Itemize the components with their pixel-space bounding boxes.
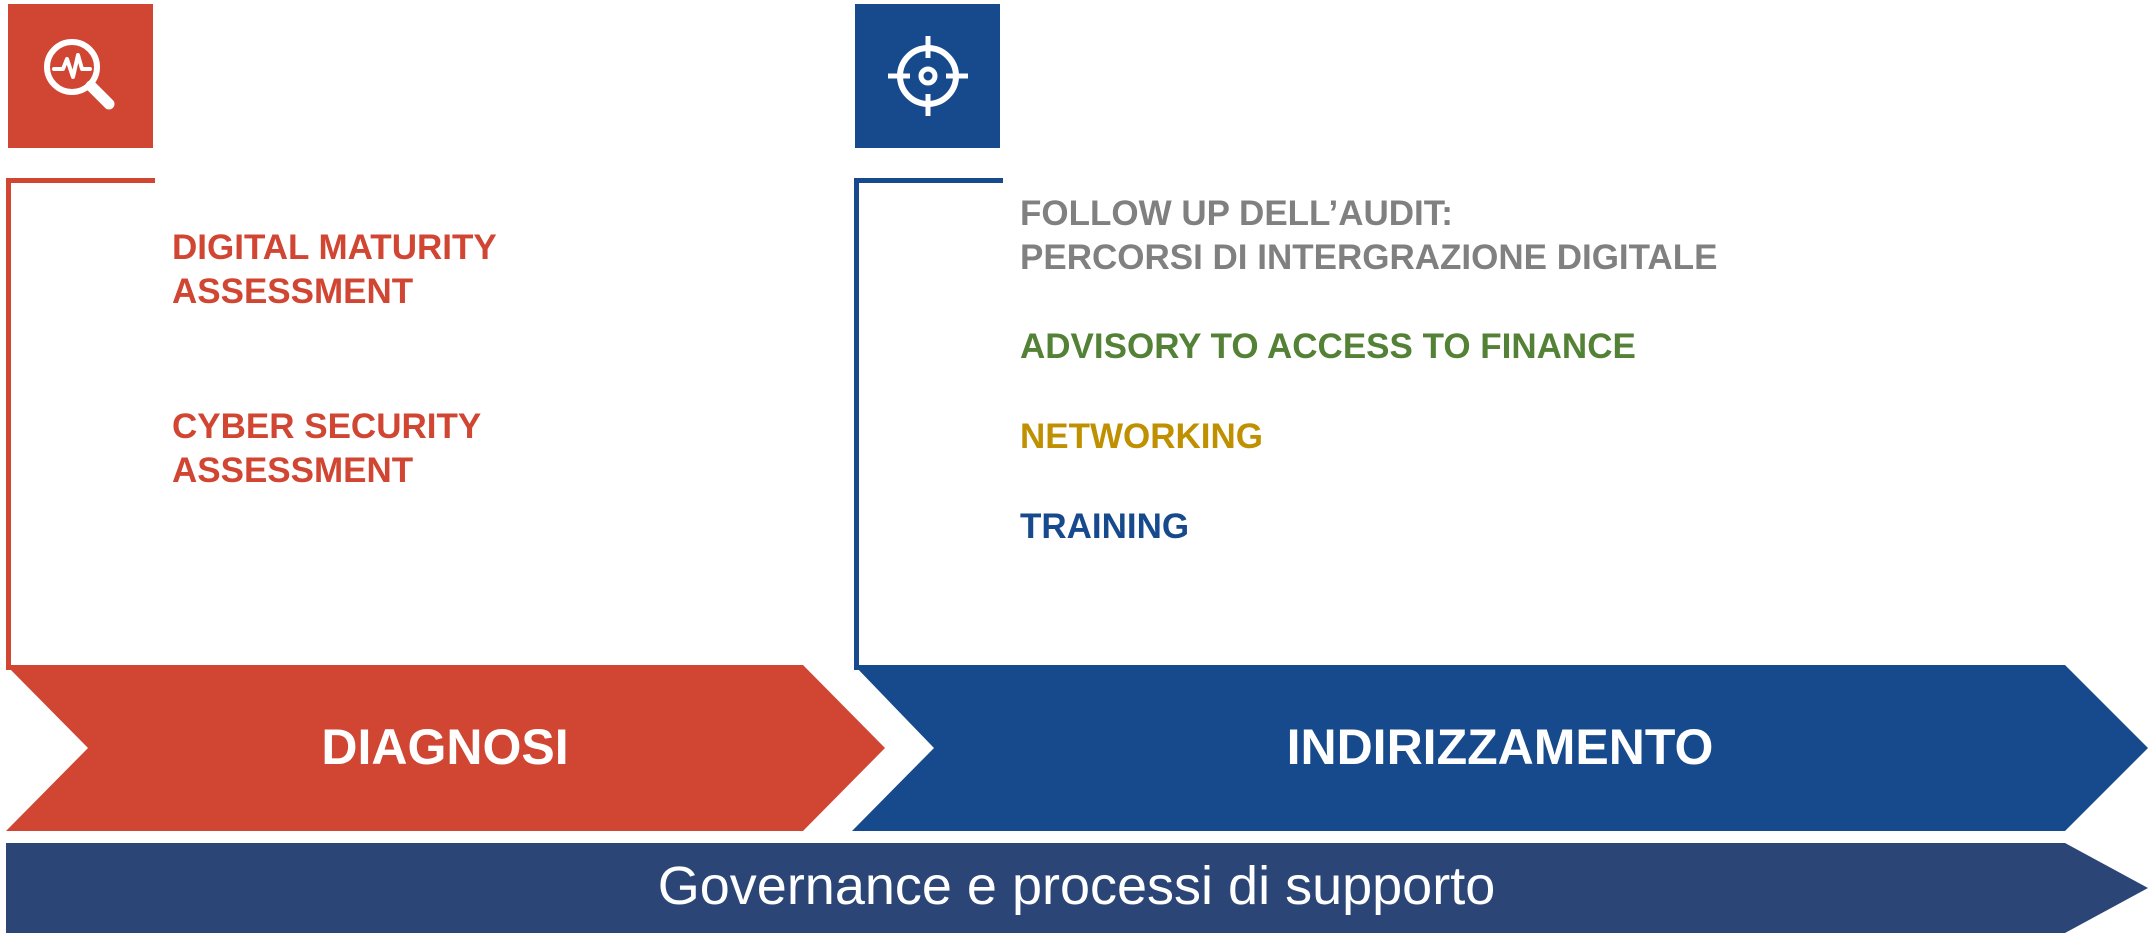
networking-item: NETWORKING [1020, 415, 1263, 459]
target-crosshair-icon [887, 36, 968, 116]
indirizzamento-chevron [852, 665, 2148, 831]
item-line: ASSESSMENT [172, 451, 414, 490]
magnifier-pulse-icon [43, 39, 114, 110]
item-line: ASSESSMENT [172, 272, 414, 311]
diagnosi-icon-box [8, 4, 153, 148]
training-item: TRAINING [1020, 505, 1189, 549]
item-line: ADVISORY TO ACCESS TO FINANCE [1020, 327, 1636, 366]
governance-label: Governance e processi di supporto [657, 856, 1496, 916]
item-line: PERCORSI DI INTERGRAZIONE DIGITALE [1020, 238, 1718, 277]
diagnosi-chevron [6, 665, 885, 831]
governance-arrow [6, 843, 2148, 933]
item-line: TRAINING [1020, 507, 1190, 546]
diagnosi-bracket [6, 178, 155, 670]
indirizzamento-bracket [854, 178, 1003, 670]
digital-maturity-assessment-item: DIGITAL MATURITY ASSESSMENT [172, 226, 497, 314]
advisory-finance-item: ADVISORY TO ACCESS TO FINANCE [1020, 325, 1636, 369]
item-line: FOLLOW UP DELL’AUDIT: [1020, 194, 1453, 233]
item-line: DIGITAL MATURITY [172, 228, 497, 267]
indirizzamento-label: INDIRIZZAMENTO [1286, 719, 1714, 775]
item-line: NETWORKING [1020, 417, 1264, 456]
item-line: CYBER SECURITY [172, 407, 482, 446]
indirizzamento-icon-box [855, 4, 1000, 148]
diagnosi-label: DIAGNOSI [321, 719, 569, 775]
cyber-security-assessment-item: CYBER SECURITY ASSESSMENT [172, 405, 481, 493]
follow-up-audit-item: FOLLOW UP DELL’AUDIT: PERCORSI DI INTERG… [1020, 192, 1717, 280]
